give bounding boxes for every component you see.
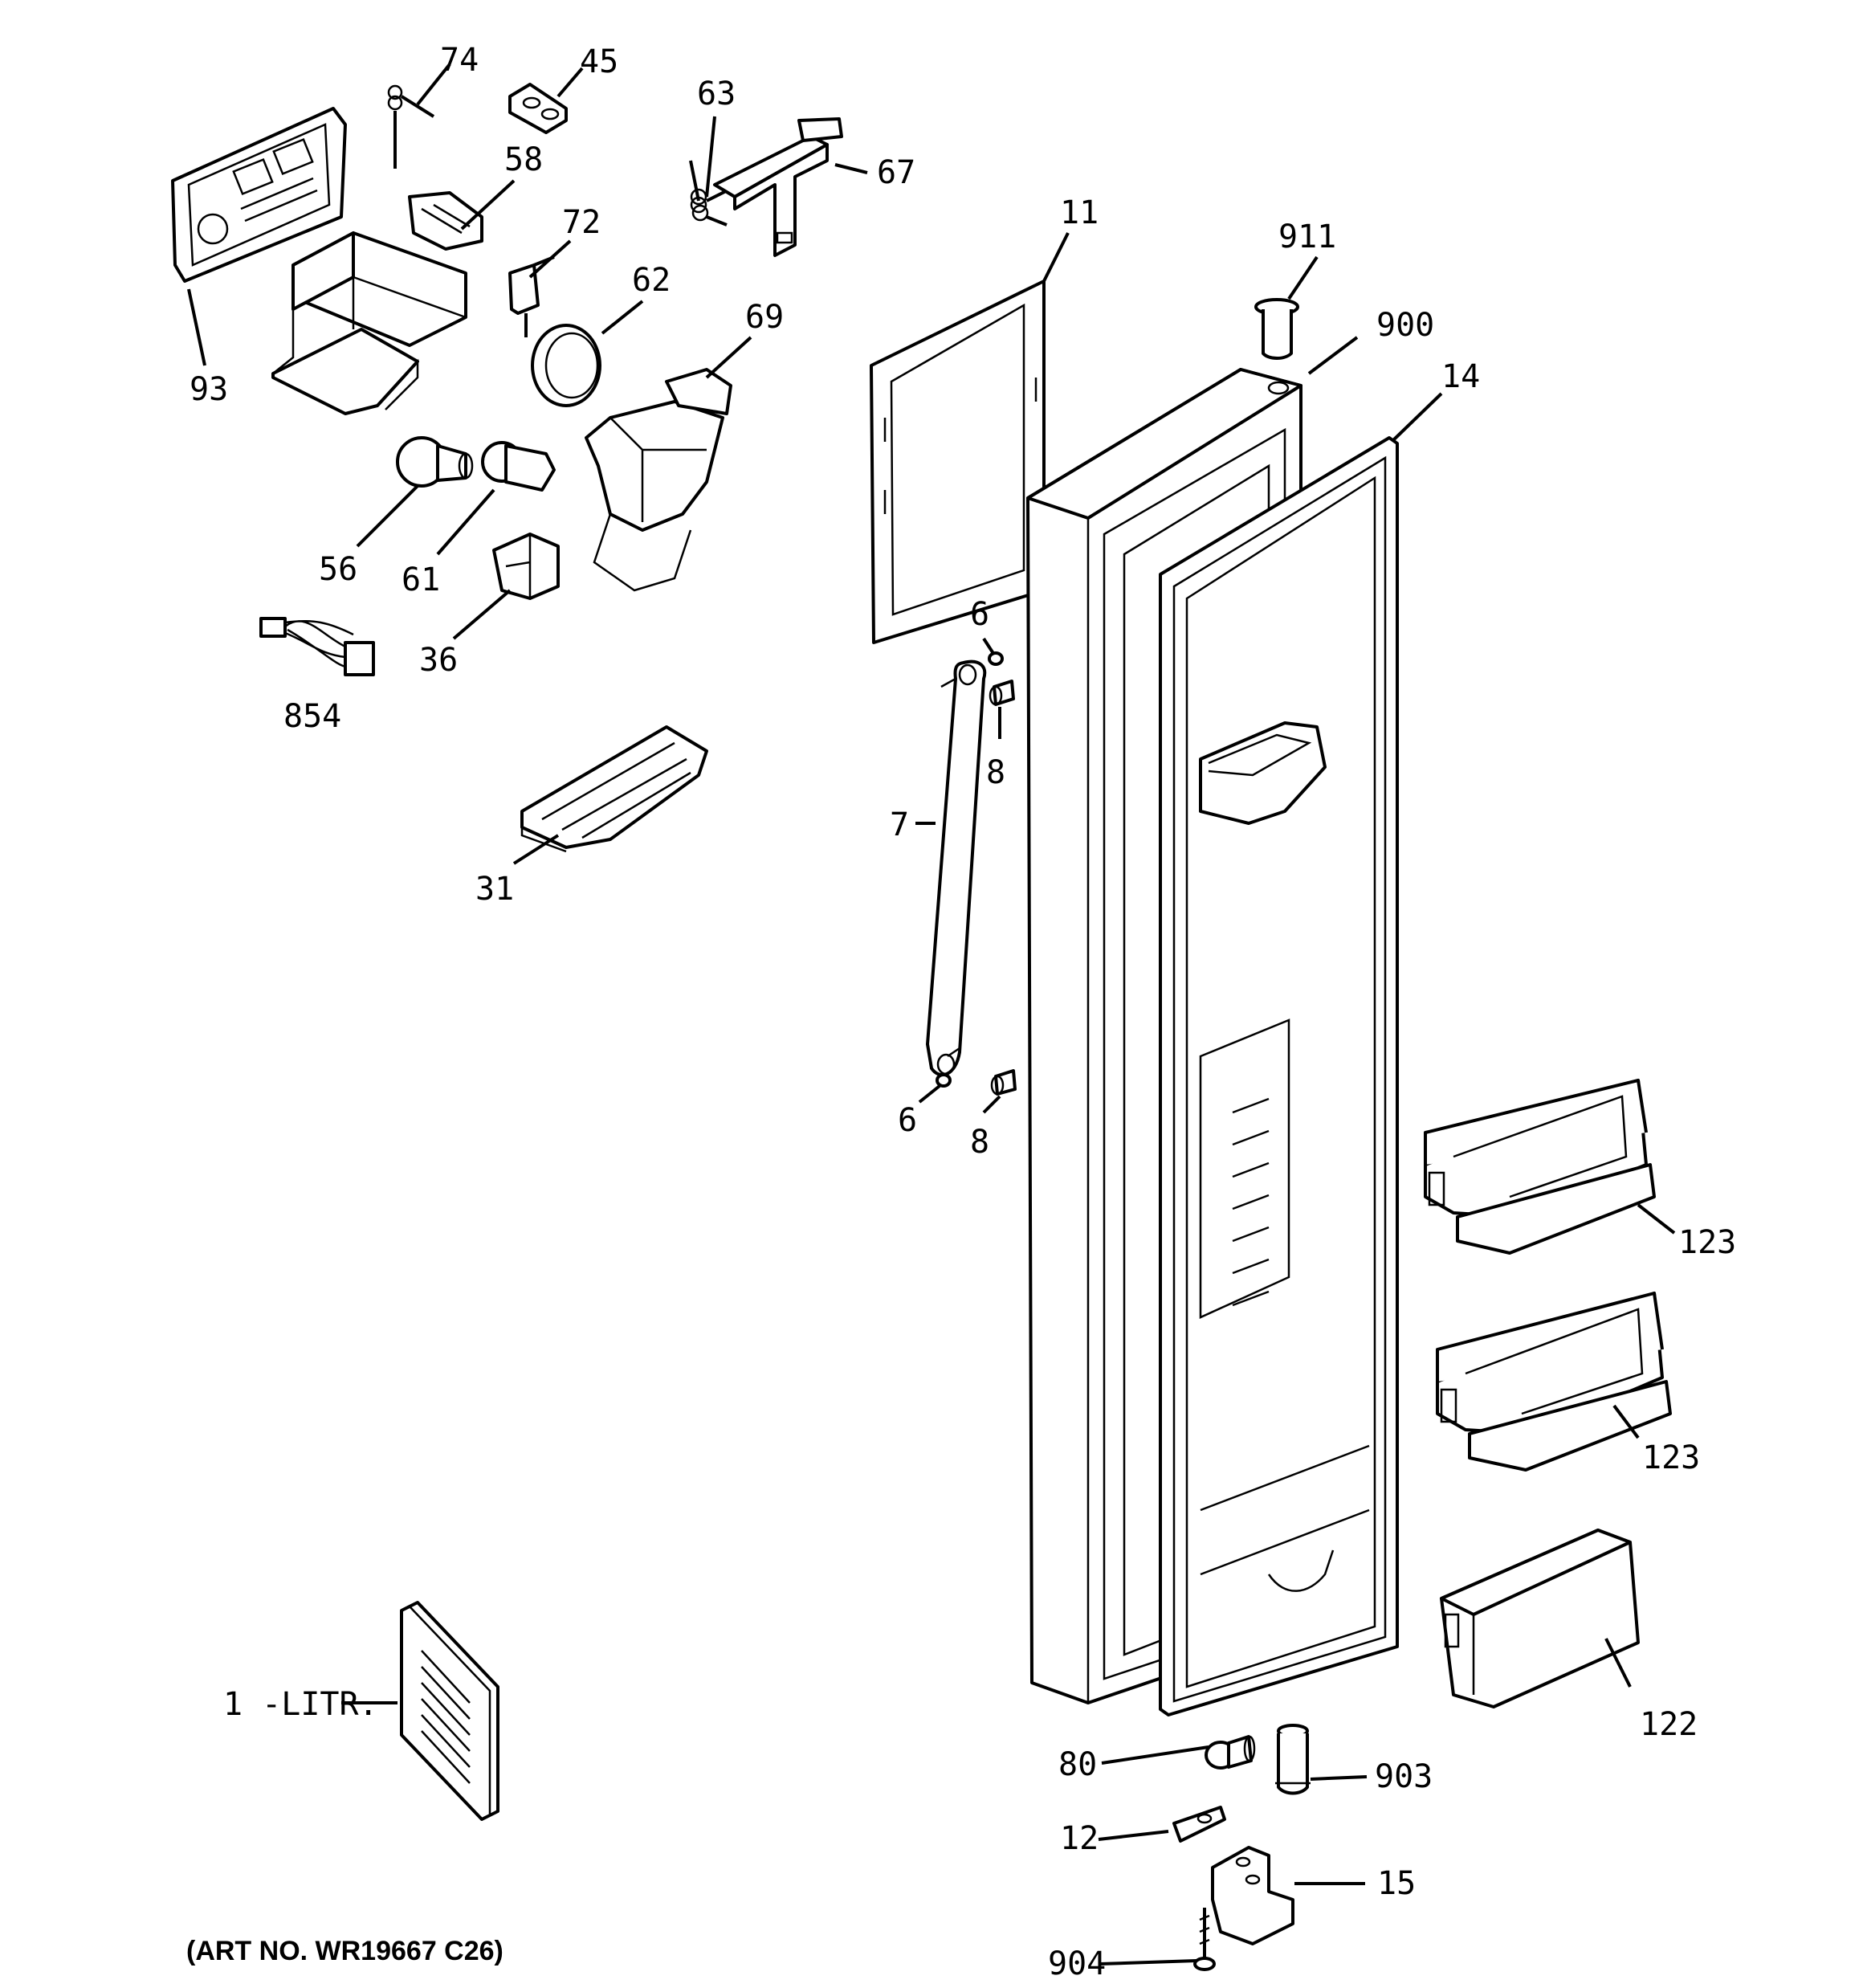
callout-12: 12 <box>1060 1820 1099 1857</box>
part-80-bushing[interactable] <box>1205 1735 1256 1770</box>
part-14-gasket[interactable] <box>1159 436 1399 1717</box>
part-67-actuator[interactable] <box>713 117 843 257</box>
part-15-hinge[interactable] <box>1211 1846 1294 1945</box>
callout-69: 69 <box>745 299 784 336</box>
part-911-cap[interactable] <box>1254 298 1299 360</box>
part-62-ring[interactable] <box>531 324 601 407</box>
callout-122: 122 <box>1640 1706 1698 1743</box>
part-93-control-board[interactable] <box>171 107 347 283</box>
callout-15: 15 <box>1377 1865 1416 1902</box>
callout-8-upper: 8 <box>986 754 1005 791</box>
part-122-door-bin[interactable] <box>1440 1529 1640 1708</box>
callout-67: 67 <box>877 154 915 191</box>
part-11-door-frame[interactable] <box>870 280 1046 644</box>
callout-900: 900 <box>1376 307 1434 344</box>
part-8-stud-lower[interactable] <box>990 1069 1017 1096</box>
callout-62: 62 <box>632 262 671 299</box>
callout-6-lower: 6 <box>898 1102 917 1139</box>
callout-7: 7 <box>890 806 909 843</box>
callout-123-upper: 123 <box>1678 1224 1736 1261</box>
callout-1-litr: 1 -LITR. <box>223 1686 378 1723</box>
part-6-screw-lower[interactable] <box>936 1073 952 1088</box>
callout-903: 903 <box>1375 1758 1433 1795</box>
part-31-drip-tray[interactable] <box>520 725 708 853</box>
callout-11: 11 <box>1060 194 1099 231</box>
callout-74: 74 <box>440 42 479 79</box>
callout-6-upper: 6 <box>970 596 989 633</box>
part-36-bracket[interactable] <box>492 533 560 600</box>
part-45-bracket[interactable] <box>508 83 568 134</box>
callout-123-lower: 123 <box>1642 1439 1700 1476</box>
callout-854: 854 <box>283 698 341 735</box>
callout-911: 911 <box>1278 218 1336 255</box>
part-12-shim[interactable] <box>1172 1806 1226 1843</box>
part-61-gear[interactable] <box>481 441 556 492</box>
callout-8-lower: 8 <box>970 1124 989 1161</box>
part-69-ice-chute[interactable] <box>585 368 732 592</box>
part-854-wire-harness[interactable] <box>259 617 375 676</box>
part-8-stud-upper[interactable] <box>989 680 1015 706</box>
callout-31: 31 <box>475 871 514 908</box>
callout-63: 63 <box>697 76 736 112</box>
part-72-switch[interactable] <box>508 255 555 337</box>
callout-93: 93 <box>190 371 228 408</box>
callout-80: 80 <box>1058 1746 1097 1783</box>
part-56-knob[interactable] <box>396 436 474 488</box>
callout-72: 72 <box>562 204 601 241</box>
part-903-hinge-pin[interactable] <box>1275 1724 1311 1795</box>
callout-labels: 74 45 63 67 58 72 93 62 69 11 911 900 14… <box>190 42 1736 1982</box>
part-58-dispenser-housing[interactable] <box>271 191 483 415</box>
part-7-handle[interactable] <box>926 659 987 1077</box>
callout-36: 36 <box>419 642 458 679</box>
leader-lines <box>187 63 1676 1966</box>
part-1-litr-literature[interactable] <box>400 1601 499 1821</box>
callout-45: 45 <box>580 43 618 80</box>
callout-904: 904 <box>1048 1945 1106 1982</box>
part-904-screw[interactable] <box>1193 1908 1216 1971</box>
art-number: (ART NO. WR19667 C26) <box>186 1936 503 1966</box>
part-74-spring[interactable] <box>387 84 435 169</box>
part-6-screw-upper[interactable] <box>988 651 1004 666</box>
callout-56: 56 <box>319 551 357 588</box>
part-123-door-bin-upper[interactable] <box>1424 1079 1656 1255</box>
part-123-door-bin-lower[interactable] <box>1436 1292 1672 1472</box>
callout-61: 61 <box>402 561 440 598</box>
callout-14: 14 <box>1441 358 1480 395</box>
callout-58: 58 <box>504 141 543 178</box>
